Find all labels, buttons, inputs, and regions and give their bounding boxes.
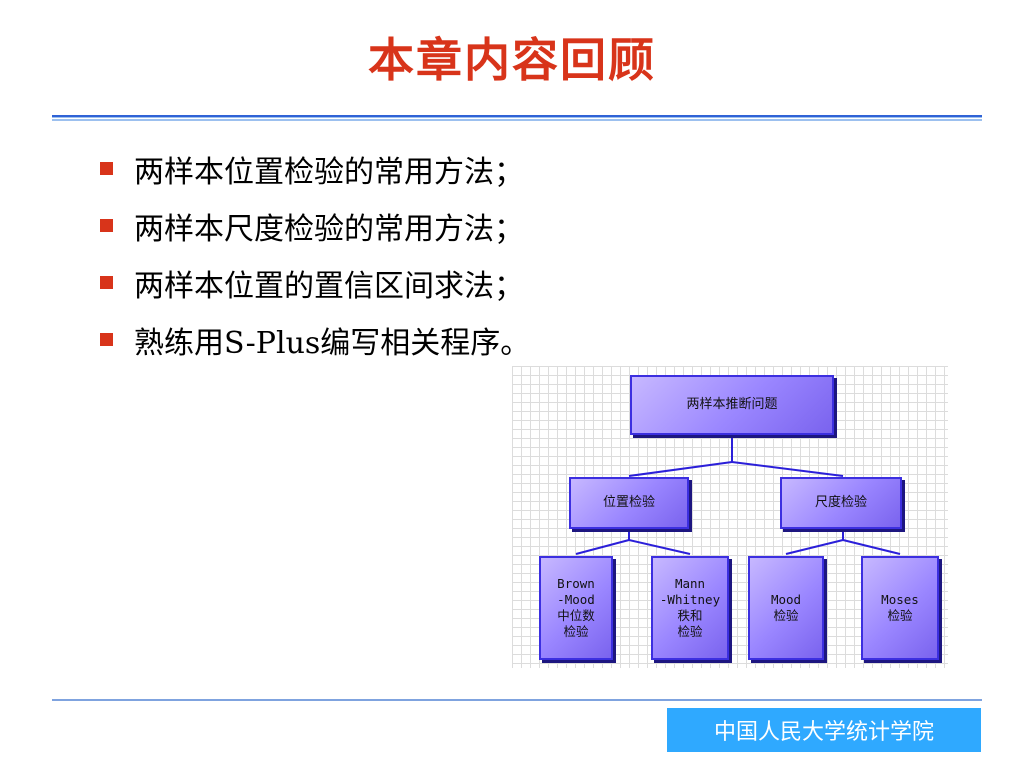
connector-root-left — [628, 461, 733, 477]
bullet-text: 熟练用S-Plus编写相关程序。 — [134, 325, 531, 361]
connector-right-a — [785, 539, 844, 555]
square-bullet-icon — [100, 333, 113, 346]
bullet-item: 两样本尺度检验的常用方法； — [100, 197, 530, 254]
footer-divider — [52, 699, 982, 701]
title-divider — [52, 115, 982, 121]
connector-left-a — [575, 539, 630, 555]
leaf-node-brown-mood: Brown -Mood 中位数 检验 — [539, 556, 613, 660]
connector-left-b — [628, 539, 691, 555]
connector-right-b — [842, 539, 901, 555]
bullet-text: 两样本位置的置信区间求法； — [134, 268, 524, 304]
square-bullet-icon — [100, 276, 113, 289]
slide-title: 本章内容回顾 — [368, 33, 656, 87]
leaf-node-mood: Mood 检验 — [748, 556, 824, 660]
connector-root-right — [731, 461, 844, 477]
leaf-node-mann-whitney: Mann -Whitney 秩和 检验 — [651, 556, 729, 660]
branch-node-location: 位置检验 — [569, 477, 689, 529]
bullet-text: 两样本位置检验的常用方法； — [134, 154, 524, 190]
leaf-node-moses: Moses 检验 — [861, 556, 939, 660]
bullet-text: 两样本尺度检验的常用方法； — [134, 211, 524, 247]
bullet-item: 两样本位置的置信区间求法； — [100, 254, 530, 311]
square-bullet-icon — [100, 162, 113, 175]
bullet-list: 两样本位置检验的常用方法； 两样本尺度检验的常用方法； 两样本位置的置信区间求法… — [100, 140, 530, 368]
bullet-item: 熟练用S-Plus编写相关程序。 — [100, 311, 530, 368]
branch-node-scale: 尺度检验 — [780, 477, 902, 529]
bullet-item: 两样本位置检验的常用方法； — [100, 140, 530, 197]
root-node: 两样本推断问题 — [630, 375, 834, 435]
footer-institution: 中国人民大学统计学院 — [667, 708, 981, 752]
tree-connectors — [575, 436, 901, 555]
square-bullet-icon — [100, 219, 113, 232]
tree-diagram: 两样本推断问题 位置检验 尺度检验 Brown -Mood 中位数 检验 Man… — [512, 366, 948, 668]
